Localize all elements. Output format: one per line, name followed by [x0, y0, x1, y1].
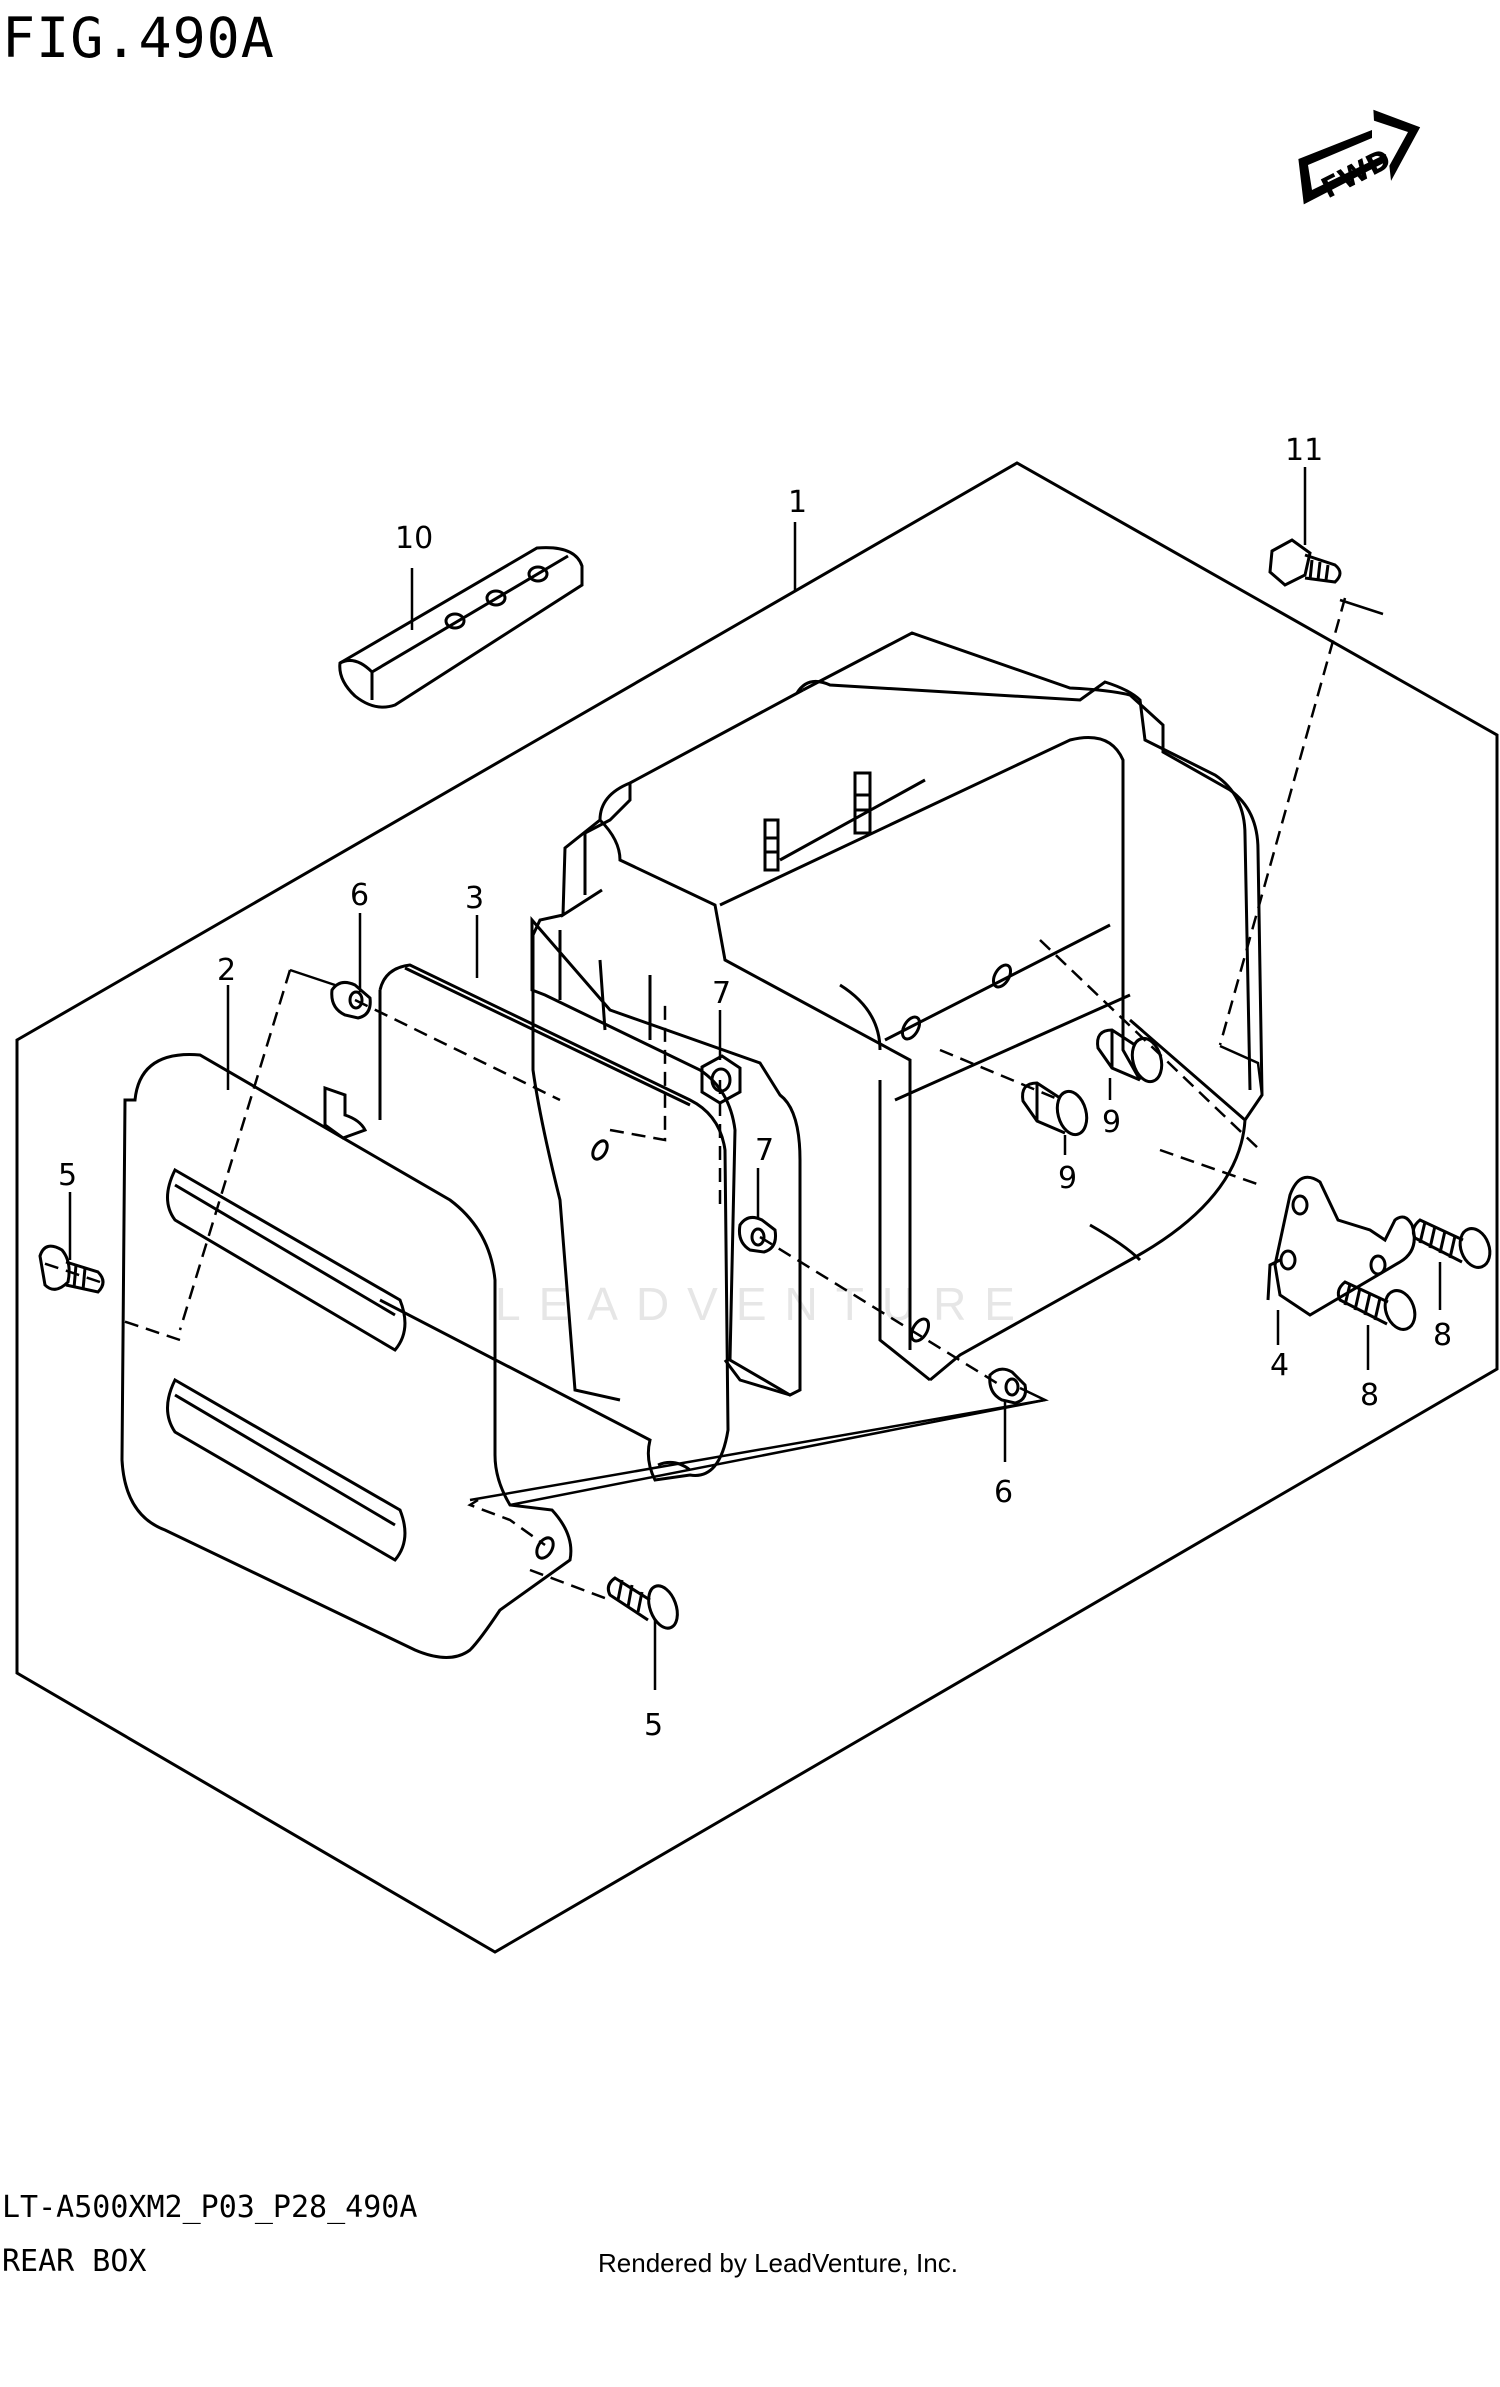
render-credit: Rendered by LeadVenture, Inc. [598, 2248, 958, 2278]
part-9-collar-upper [1096, 1028, 1164, 1084]
part-9-collar-lower [1021, 1081, 1089, 1137]
part-6-grommet-bottom [988, 1367, 1027, 1405]
part-11-bolt [1268, 538, 1342, 587]
callout-1: 1 [788, 485, 807, 520]
assembly-boundary [15, 461, 1499, 1954]
part-10-strap [338, 546, 584, 709]
part-7-nut-lower [738, 1215, 777, 1254]
callout-5-left: 5 [58, 1158, 77, 1193]
model-code: LT-A500XM2_P03_P28_490A [2, 2190, 418, 2225]
callout-4: 4 [1270, 1348, 1289, 1383]
part-5-screw-left [38, 1244, 105, 1294]
callout-2: 2 [217, 953, 236, 988]
part-3-seal [378, 963, 730, 1482]
part-8-screw-right [1411, 1218, 1492, 1269]
guide-solid-lines [289, 598, 1384, 1507]
part-2-cover [120, 1053, 573, 1659]
callout-7-lower: 7 [755, 1133, 774, 1168]
callout-11: 11 [1285, 433, 1323, 468]
part-4-bracket [1266, 1175, 1416, 1317]
part-8-screw-bottom [1336, 1280, 1417, 1331]
callout-7-upper: 7 [712, 976, 731, 1011]
part-5-screw-bottom [606, 1576, 679, 1630]
leadventure-watermark: LEADVENTURE [495, 1278, 1033, 1330]
leader-lines [68, 467, 1442, 1690]
callout-6-bottom: 6 [994, 1475, 1013, 1510]
figure-title: FIG.490A [2, 6, 275, 70]
part-1-rear-box [530, 631, 1264, 1402]
fwd-arrow-icon: FWD [1298, 109, 1421, 205]
callout-9-upper: 9 [1102, 1105, 1121, 1140]
part-6-grommet-top [330, 980, 372, 1020]
callout-3: 3 [465, 881, 484, 916]
part-7-nut-upper [700, 1054, 742, 1105]
callout-8-right: 8 [1433, 1318, 1452, 1353]
callout-6-top: 6 [350, 878, 369, 913]
callout-9-lower: 9 [1058, 1161, 1077, 1196]
section-name: REAR BOX [2, 2244, 147, 2279]
assembly-guide-lines [39, 597, 1347, 1602]
callout-5-bottom: 5 [644, 1708, 663, 1743]
callout-8-bottom: 8 [1360, 1378, 1379, 1413]
callout-10: 10 [395, 521, 433, 556]
